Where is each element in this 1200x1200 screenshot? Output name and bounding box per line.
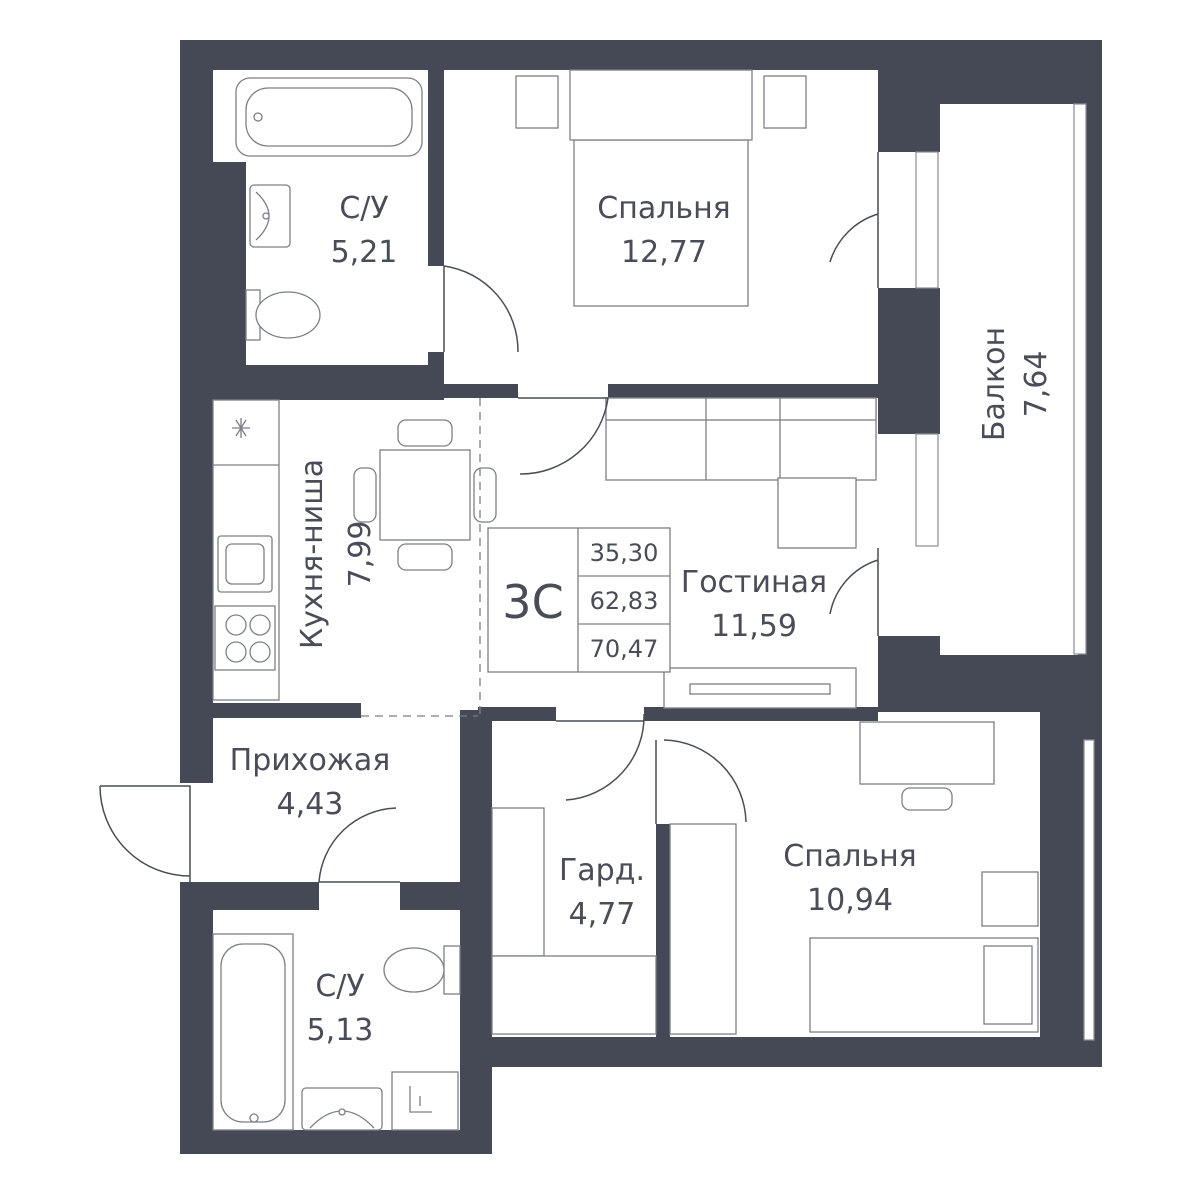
room-name-wardrobe: Гард. [559, 853, 645, 888]
walls [180, 40, 1102, 1154]
windows [915, 103, 1095, 1041]
bed-top-icon [515, 69, 807, 307]
toilet-top-icon [245, 289, 321, 341]
room-area-bedroom-bottom: 10,94 [807, 883, 893, 918]
bathtub-top-icon [235, 77, 423, 157]
room-name-bedroom-bottom: Спальня [783, 839, 916, 874]
room-name-bathroom-bottom: С/У [315, 969, 364, 1004]
bathtub-bottom-icon [212, 933, 294, 1131]
room-labels: С/У 5,21 Спальня 12,77 Балкон 7,64 Кухня… [230, 191, 1054, 1048]
room-area-balcony: 7,64 [1019, 351, 1054, 418]
room-area-wardrobe: 4,77 [569, 897, 636, 932]
tv-stand-icon [663, 667, 857, 709]
apartment-type: 3С [502, 575, 563, 629]
desk-icon [859, 721, 1039, 927]
room-name-bedroom-top: Спальня [597, 191, 730, 226]
doors [99, 152, 879, 883]
room-area-kitchen: 7,99 [343, 521, 378, 588]
room-area-bedroom-top: 12,77 [621, 235, 707, 270]
room-name-balcony: Балкон [977, 327, 1012, 441]
dining-table-icon [353, 419, 497, 571]
room-name-hallway: Прихожая [230, 743, 391, 778]
room-name-living: Гостиная [681, 565, 827, 600]
washer-icon [391, 1071, 459, 1131]
sofa-icon [605, 397, 877, 549]
room-area-hallway: 4,43 [277, 787, 344, 822]
wardrobe-shelf-icon [491, 807, 737, 1035]
room-name-bathroom-top: С/У [339, 191, 388, 226]
room-area-living: 11,59 [711, 609, 797, 644]
room-area-bathroom-top: 5,21 [331, 235, 398, 270]
sink-bottom-icon [301, 1087, 383, 1131]
kitchen-counter-icon [212, 399, 280, 701]
bed-bottom-icon [809, 937, 1039, 1033]
room-area-bathroom-bottom: 5,13 [307, 1013, 374, 1048]
zone-separators [361, 398, 481, 717]
sink-top-icon [249, 184, 291, 248]
total-area-with-balcony: 70,47 [590, 635, 659, 663]
living-area: 35,30 [590, 539, 659, 567]
total-area: 62,83 [590, 587, 659, 615]
room-name-kitchen: Кухня-ниша [295, 459, 330, 649]
apartment-summary-table: 3С 35,30 62,83 70,47 [487, 527, 671, 673]
toilet-bottom-icon [383, 945, 461, 995]
